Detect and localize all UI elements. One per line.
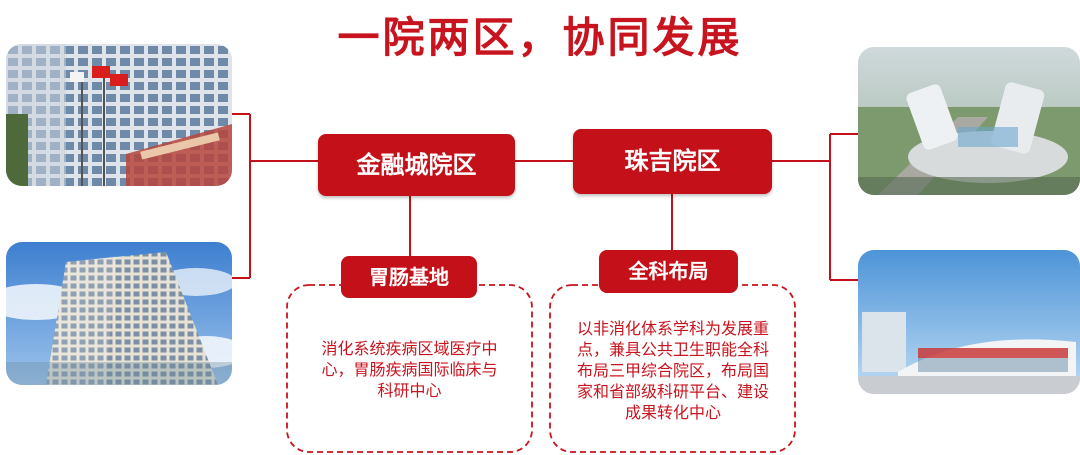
campus-jinrongcheng: 金融城院区	[318, 134, 515, 196]
page-title: 一院两区，协同发展	[337, 13, 743, 62]
desc-line: 成果转化中心	[624, 403, 721, 422]
feature-desc-general: 以非消化体系学科为发展重 点，兼具公共卫生职能全科 布局三甲综合院区，布局国 家…	[558, 318, 788, 423]
desc-line: 家和省部级科研平台、建设	[576, 382, 769, 401]
desc-line: 以非消化体系学科为发展重	[576, 319, 769, 338]
desc-line: 布局三甲综合院区，布局国	[576, 361, 769, 380]
desc-line: 点，兼具公共卫生职能全科	[576, 340, 769, 359]
feature-label-gastro: 胃肠基地	[341, 256, 477, 298]
desc-line: 心，胃肠疾病国际临床与	[321, 360, 498, 379]
desc-line: 消化系统疾病区域医疗中	[321, 339, 498, 358]
photo-jinrongcheng-tower	[6, 242, 232, 385]
campus-zhuji: 珠吉院区	[573, 129, 772, 194]
photo-zhuji-front	[858, 250, 1080, 394]
feature-desc-gastro: 消化系统疾病区域医疗中 心，胃肠疾病国际临床与 科研中心	[297, 338, 522, 401]
feature-label-general: 全科布局	[599, 250, 738, 293]
photo-zhuji-aerial	[858, 47, 1080, 195]
desc-line: 科研中心	[377, 381, 442, 400]
photo-jinrongcheng-facade	[6, 44, 232, 186]
